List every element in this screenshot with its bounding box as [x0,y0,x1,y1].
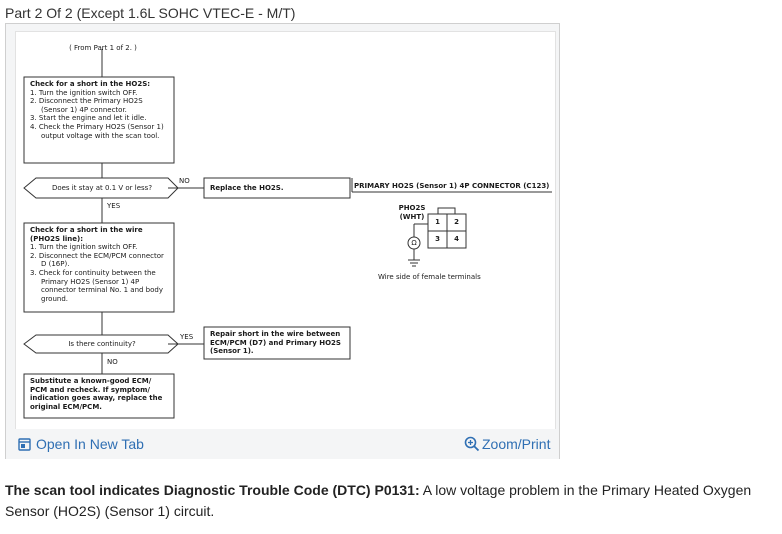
page-title: Part 2 Of 2 (Except 1.6L SOHC VTEC-E - M… [5,5,296,21]
flowchart-diagram[interactable]: ( From Part 1 of 2. ) Check for a short … [15,31,556,449]
pin-2: 2 [454,218,459,226]
connector-label-line-1: PHO2S [398,204,426,212]
connector-label: PHO2S (WHT) [394,204,430,221]
connector-label-line-2: (WHT) [399,212,425,221]
action-box-1 [203,177,351,199]
step-box-1-step: 4. Check the Primary HO2S (Sensor 1) out… [30,122,164,140]
connector-title: PRIMARY HO2S (Sensor 1) 4P CONNECTOR (C1… [354,182,550,190]
zoom-icon [464,436,480,452]
decision-1-no-label: NO [179,177,190,185]
decision-2-yes-label: YES [180,333,194,341]
decision-1-shape [23,177,179,199]
dtc-description-text: A low voltage problem in the Primary Hea… [5,482,752,519]
action-2-text: Repair short in the wire between ECM/PCM… [210,330,341,356]
step-box-3-text: Substitute a known-good ECM/ PCM and rec… [30,377,163,411]
open-in-new-tab-label: Open In New Tab [36,436,144,452]
dtc-description: The scan tool indicates Diagnostic Troub… [5,480,777,522]
step-box-1 [23,76,175,164]
from-part-label: ( From Part 1 of 2. ) [69,44,137,52]
step-box-2-heading: Check for a short in the wire (PHO2S lin… [30,226,143,243]
zoom-print-label: Zoom/Print [482,436,551,452]
step-box-2-text: Check for a short in the wire (PHO2S lin… [30,226,170,303]
pin-4: 4 [454,235,459,243]
decision-1-yes-label: YES [107,202,121,210]
action-1-text: Replace the HO2S. [210,184,284,192]
connector-caption: Wire side of female terminals [378,273,481,281]
step-box-3 [23,373,175,419]
decision-2-text: Is there continuity? [68,340,136,348]
decision-2-shape [23,334,179,354]
open-in-new-tab-icon [18,437,31,451]
diagram-card: ( From Part 1 of 2. ) Check for a short … [5,23,560,459]
pin-3: 3 [435,235,440,243]
card-footer [6,429,559,459]
connector-latch [437,207,456,214]
ohmmeter-symbol: Ω [411,239,417,247]
step-box-1-heading: Check for a short in the HO2S: [30,80,151,88]
pin-1: 1 [435,218,440,226]
step-box-2-step: 1. Turn the ignition switch OFF. [30,243,138,252]
decision-1-text: Does it stay at 0.1 V or less? [51,184,153,192]
step-box-1-text: Check for a short in the HO2S: 1. Turn t… [30,80,170,140]
step-box-2-step: 3. Check for continuity between the Prim… [30,268,163,303]
step-box-2 [23,222,175,313]
step-box-2-step: 2. Disconnect the ECM/PCM connector D (1… [30,251,164,269]
open-in-new-tab-link[interactable]: Open In New Tab [18,436,144,452]
step-box-1-step: 2. Disconnect the Primary HO2S (Sensor 1… [30,97,143,114]
zoom-print-link[interactable]: Zoom/Print [464,436,550,452]
step-box-1-step: 3. Start the engine and let it idle. [30,114,147,123]
flowchart-lines [23,49,552,419]
dtc-description-bold: The scan tool indicates Diagnostic Troub… [5,482,420,498]
decision-2-no-label: NO [107,358,118,366]
action-box-2 [203,326,351,360]
step-box-1-step: 1. Turn the ignition switch OFF. [30,88,138,97]
